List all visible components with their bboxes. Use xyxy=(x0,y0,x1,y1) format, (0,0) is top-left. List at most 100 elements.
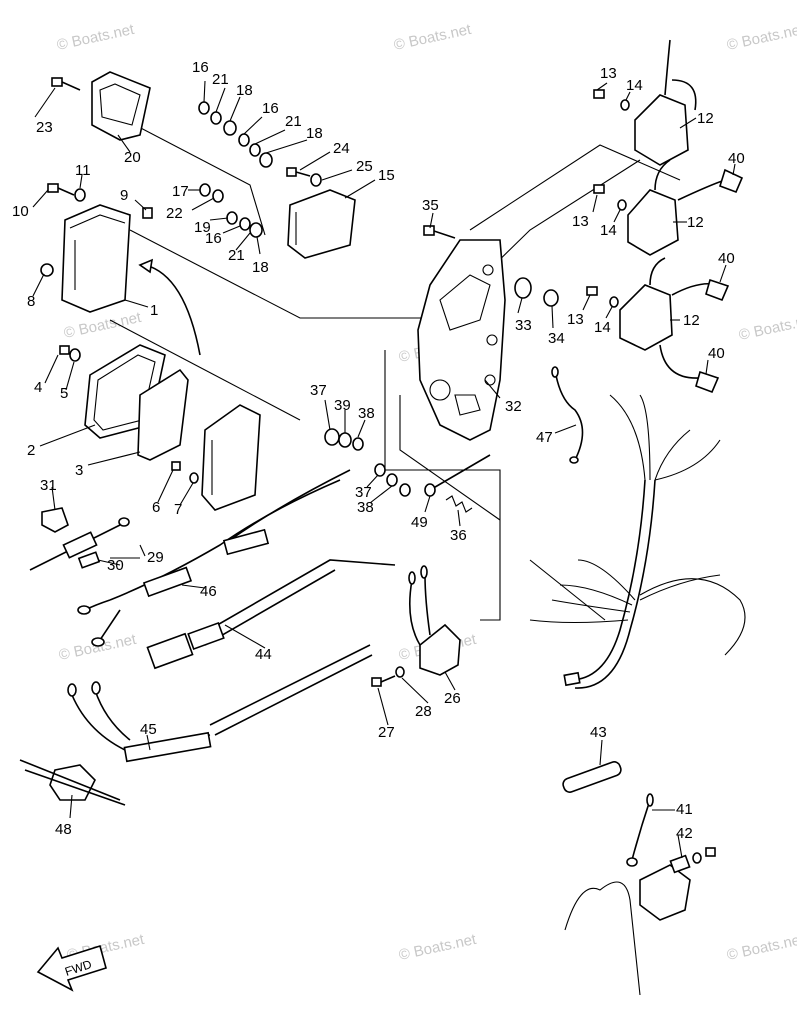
part-36-spring xyxy=(445,495,473,513)
terminals-37-38 xyxy=(374,463,411,497)
guide-line xyxy=(109,319,301,421)
part-label: 10 xyxy=(12,203,29,220)
part-label: 32 xyxy=(505,398,522,415)
guide-line xyxy=(384,350,501,621)
part-20-cover xyxy=(91,71,151,141)
part-label: 31 xyxy=(40,477,57,494)
part-label: 33 xyxy=(515,317,532,334)
part-11-washer xyxy=(74,188,86,202)
part-label: 40 xyxy=(718,250,735,267)
part-32-bracket xyxy=(417,239,506,441)
part-40-plug-caps xyxy=(695,168,744,394)
part-49-terminal xyxy=(424,454,491,497)
part-15-rectifier xyxy=(287,189,356,259)
part-label: 37 xyxy=(310,382,327,399)
part-35-bolt xyxy=(423,225,456,239)
watermark: © Boats.net xyxy=(62,309,143,342)
part-label: 48 xyxy=(55,821,72,838)
part-label: 16 xyxy=(205,230,222,247)
part-label: 40 xyxy=(708,345,725,362)
watermark: © Boats.net xyxy=(397,931,478,964)
watermark: © Boats.net xyxy=(725,21,797,54)
part-label: 12 xyxy=(697,110,714,127)
part-label: 14 xyxy=(594,319,611,336)
part-label: 22 xyxy=(166,205,183,222)
part-27-screw xyxy=(371,675,396,687)
part-5-washer xyxy=(69,348,81,362)
washer-stack-lower xyxy=(199,183,263,238)
part-12-ignition-coil-bottom xyxy=(619,257,719,379)
part-8-grommet xyxy=(40,263,54,277)
part-label: 21 xyxy=(212,71,229,88)
part-6-bolt xyxy=(171,461,181,471)
part-label: 21 xyxy=(285,113,302,130)
guide-line xyxy=(134,124,266,236)
part-label: 38 xyxy=(357,499,374,516)
part-label: 35 xyxy=(422,197,439,214)
part-label: 40 xyxy=(728,150,745,167)
leader-lines xyxy=(32,80,736,859)
guide-line xyxy=(469,144,681,231)
part-42-bolt xyxy=(692,847,716,864)
part-label: 43 xyxy=(590,724,607,741)
watermark: © Boats.net xyxy=(737,311,797,344)
part-label: 11 xyxy=(75,162,91,179)
part-label: 29 xyxy=(147,549,164,566)
part-label: 20 xyxy=(124,149,141,166)
part-label: 41 xyxy=(676,801,693,818)
part-label: 25 xyxy=(356,158,373,175)
part-label: 38 xyxy=(358,405,375,422)
guide-line xyxy=(399,395,501,521)
fwd-arrow: FWD xyxy=(36,944,107,992)
part-label: 46 xyxy=(200,583,217,600)
part-33-collar xyxy=(514,277,532,299)
part-label: 47 xyxy=(536,429,553,446)
washer-stack-upper xyxy=(198,101,273,168)
part-29-sensor xyxy=(29,517,130,571)
part-31-clip xyxy=(41,507,69,533)
part-label: 18 xyxy=(306,125,323,142)
watermark: © Boats.net xyxy=(725,931,797,964)
part-label: 14 xyxy=(626,77,643,94)
part-label: 12 xyxy=(687,214,704,231)
part-3-plate xyxy=(137,368,189,461)
part-47-lead-wire xyxy=(551,366,584,464)
part-label: 3 xyxy=(75,462,83,479)
part-label: 28 xyxy=(415,703,432,720)
part-44-main-cable xyxy=(146,559,396,670)
watermark: © Boats.net xyxy=(55,21,136,54)
watermark: © Boats.net xyxy=(392,21,473,54)
part-34-washer xyxy=(543,289,559,307)
part-label: 12 xyxy=(683,312,700,329)
washers-37-39-38 xyxy=(324,428,364,451)
part-23-bolt xyxy=(51,77,81,91)
part-label: 26 xyxy=(444,690,461,707)
part-label: 7 xyxy=(174,501,182,518)
watermark: © Boats.net xyxy=(57,631,138,664)
part-label: 13 xyxy=(567,311,584,328)
part-28-washer xyxy=(395,666,405,678)
part-number-labels: 1 2 3 4 5 6 7 8 9 10 11 12 12 12 13 13 1… xyxy=(12,59,745,842)
wire-harness xyxy=(529,394,746,689)
part-label: 42 xyxy=(676,825,693,842)
part-14-washers xyxy=(609,99,630,308)
guide-line xyxy=(529,559,606,621)
part-label: 27 xyxy=(378,724,395,741)
part-label: 13 xyxy=(600,65,617,82)
part-label: 6 xyxy=(152,499,160,516)
part-label: 5 xyxy=(60,385,68,402)
part-9-nut xyxy=(142,207,153,219)
part-label: 14 xyxy=(600,222,617,239)
part-label: 4 xyxy=(34,379,42,396)
part-label: 45 xyxy=(140,721,157,738)
part-label: 34 xyxy=(548,330,565,347)
part-13-bolts xyxy=(586,89,605,296)
part-label: 23 xyxy=(36,119,53,136)
part-label: 24 xyxy=(333,140,350,157)
part-label: 15 xyxy=(378,167,395,184)
part-25-washer xyxy=(310,173,322,187)
part-label: 21 xyxy=(228,247,245,264)
part-26-neutral-switch xyxy=(408,565,461,676)
part-label: 17 xyxy=(172,183,189,200)
